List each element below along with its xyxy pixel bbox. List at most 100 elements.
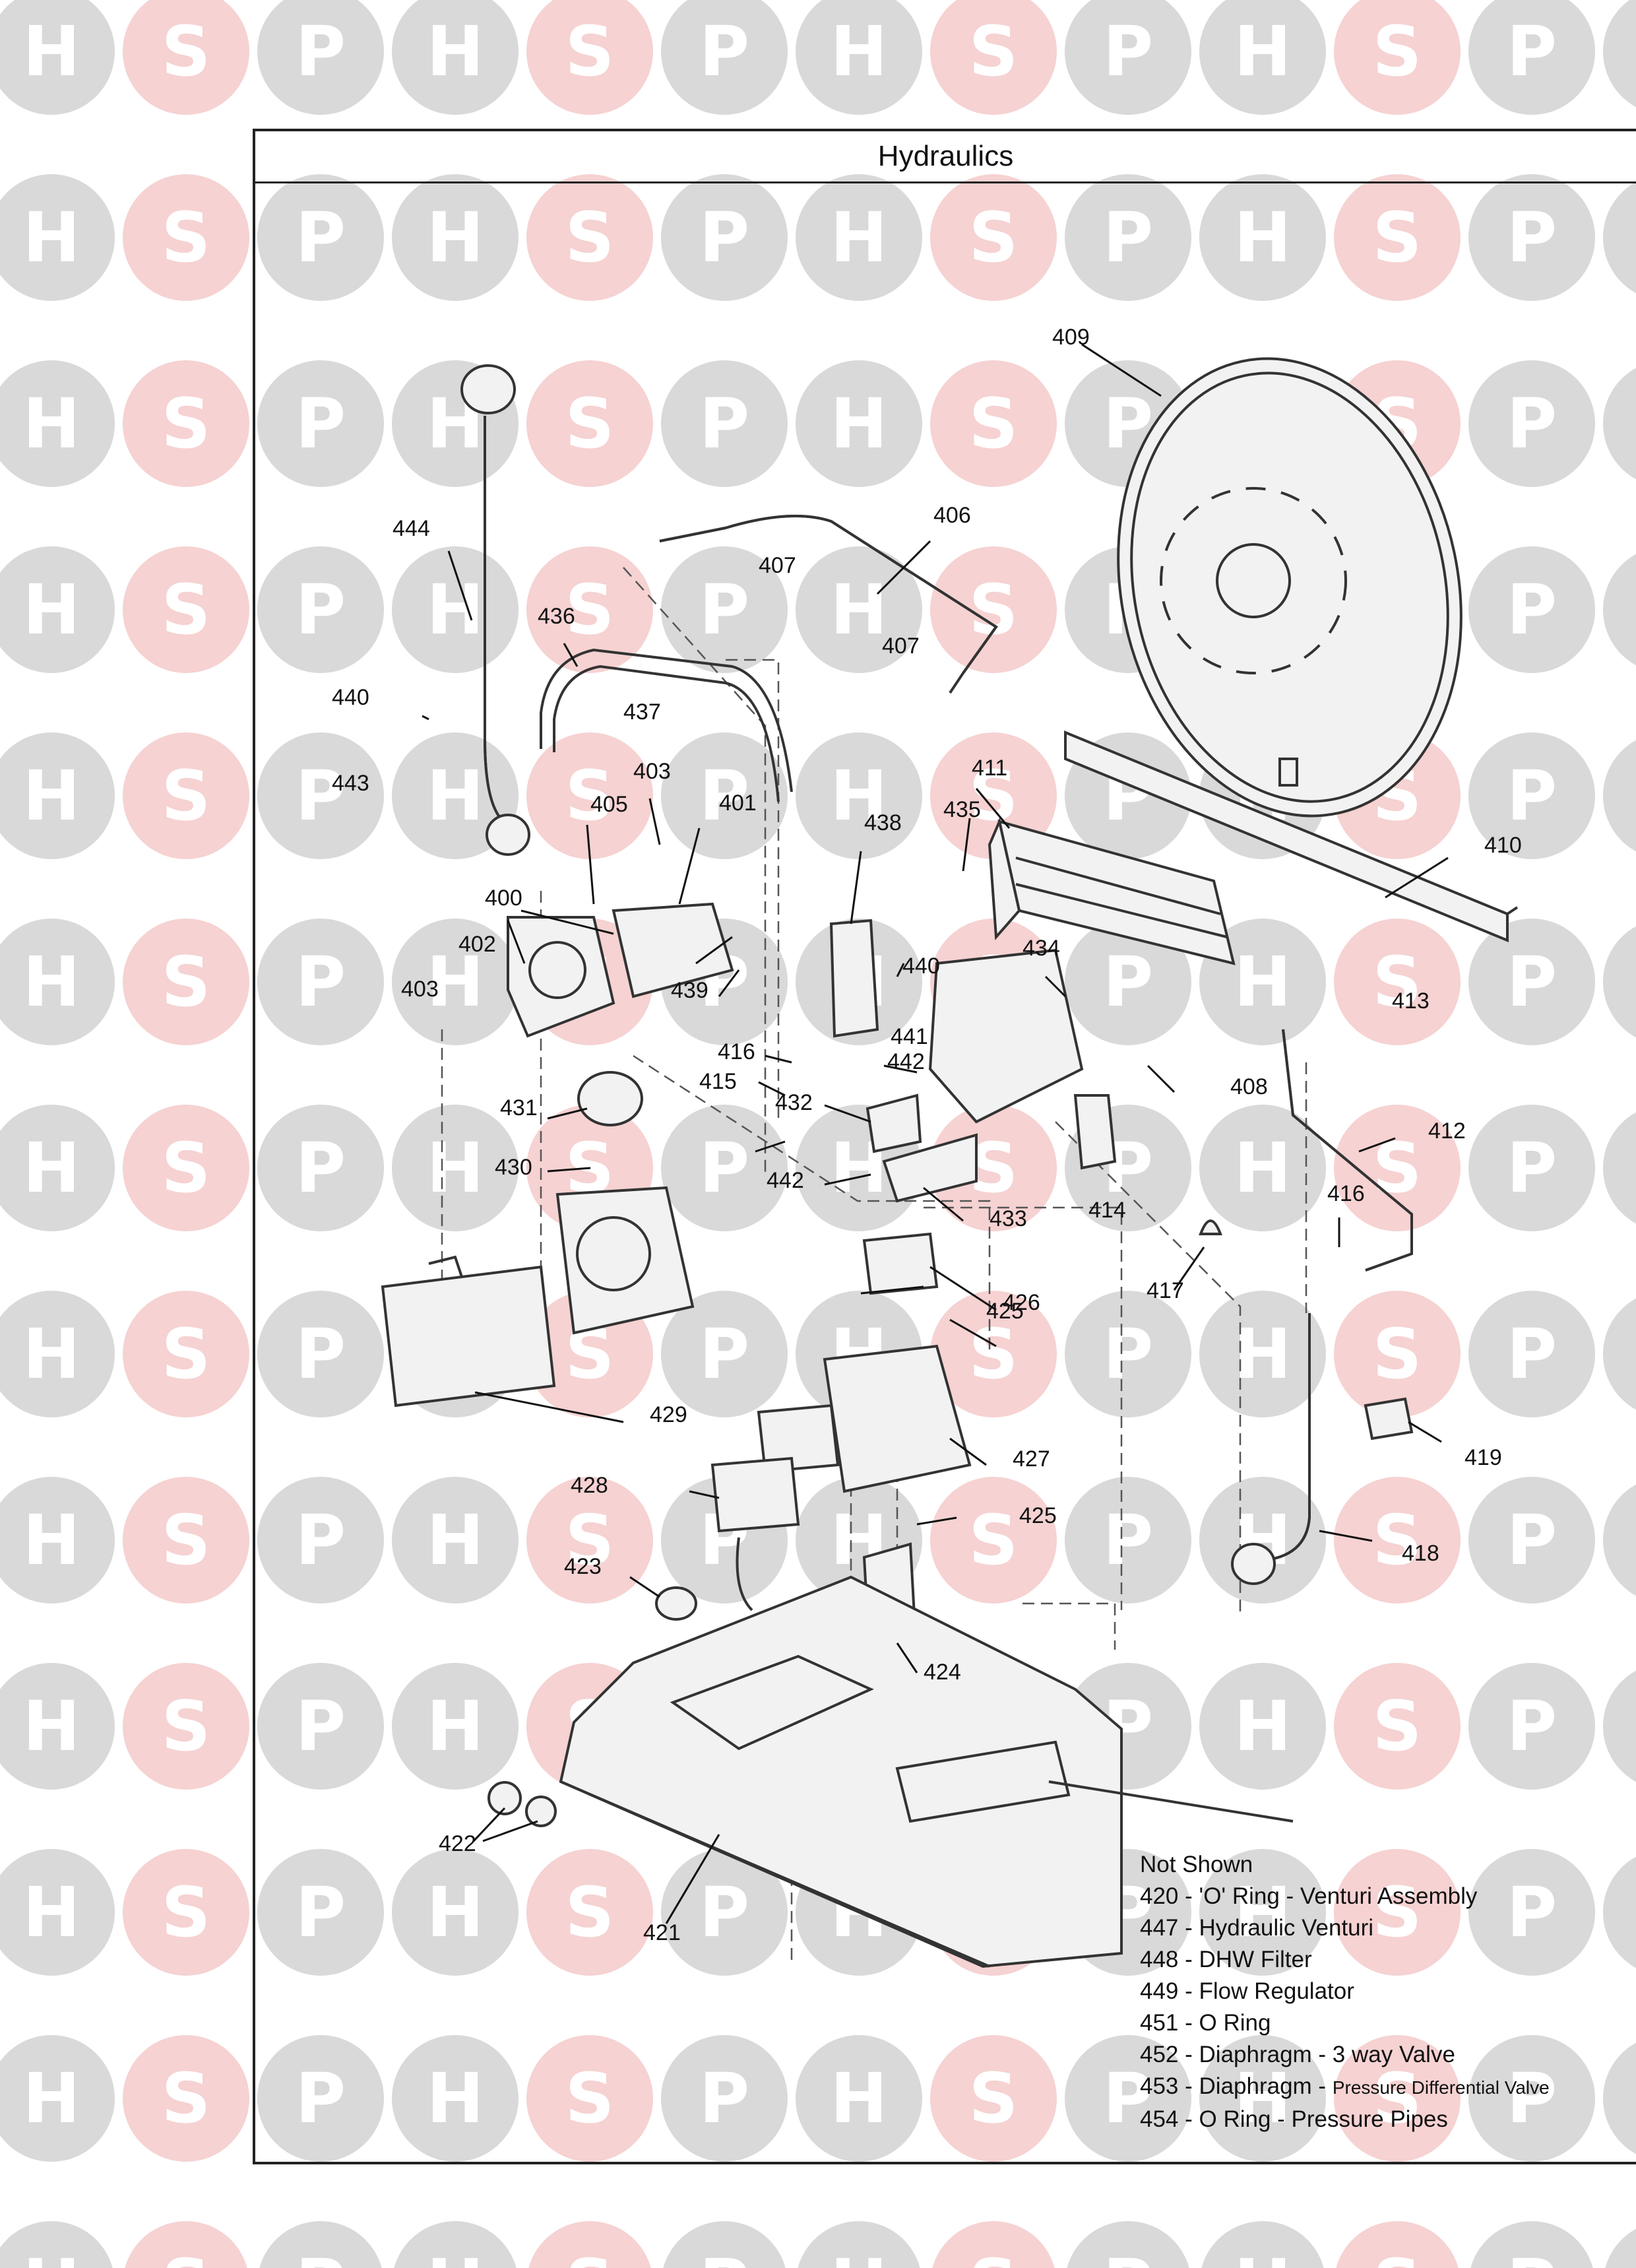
not-shown-separator: -	[1178, 2010, 1199, 2036]
sensor-block	[710, 1456, 800, 1611]
watermark-letter: P	[1103, 2244, 1153, 2268]
callout-409: 409	[1052, 325, 1090, 350]
watermark-circle	[1603, 1670, 1636, 1782]
watermark-letter: P	[296, 942, 346, 1022]
watermark-letter: S	[162, 1314, 211, 1394]
watermark-letter: S	[162, 569, 211, 650]
watermark-circle	[661, 360, 788, 487]
watermark-letter: S	[162, 756, 211, 836]
callout-407: 407	[882, 633, 920, 659]
watermark-letter: P	[1507, 756, 1557, 836]
manifold	[829, 919, 1117, 1203]
watermark-letter: H	[22, 2244, 80, 2268]
not-shown-item: 453 - Diaphragm - Pressure Differential …	[1140, 2071, 1615, 2104]
not-shown-item: 447 - Hydraulic Venturi	[1140, 1912, 1615, 1944]
callout-439: 439	[671, 978, 708, 1003]
diverter-valve	[757, 1232, 972, 1493]
callout-433: 433	[990, 1206, 1027, 1231]
watermark-circle	[1468, 2035, 1595, 2162]
watermark-letter: H	[830, 383, 887, 464]
callout-427: 427	[1013, 1446, 1050, 1472]
watermark-circle	[1199, 0, 1326, 115]
watermark-letter: P	[296, 1686, 346, 1766]
watermark-circle	[125, 2221, 247, 2268]
callout-432: 432	[775, 1090, 813, 1115]
watermark-letter: S	[969, 2244, 1019, 2268]
not-shown-separator: -	[1178, 1883, 1199, 1909]
watermark-letter: P	[1507, 2244, 1557, 2268]
watermark-circle	[1065, 174, 1191, 301]
watermark-circle	[1201, 2221, 1324, 2268]
watermark-circle	[123, 2035, 249, 2162]
watermark-circle	[526, 174, 653, 301]
not-shown-code: 453	[1140, 2073, 1179, 2099]
watermark-letter: H	[22, 197, 80, 278]
inlet-pipe	[1231, 1313, 1311, 1585]
callout-402: 402	[458, 932, 496, 957]
watermark-circle	[1065, 1477, 1191, 1604]
callout-430: 430	[495, 1155, 532, 1180]
watermark-circle	[257, 546, 384, 673]
watermark-circle	[123, 546, 249, 673]
callout-428: 428	[571, 1473, 608, 1498]
watermark-letter: P	[296, 383, 346, 464]
callout-425: 425	[1019, 1503, 1057, 1528]
watermark-circle	[1468, 174, 1595, 301]
watermark-letter: H	[1234, 2244, 1291, 2268]
callout-442: 442	[767, 1168, 804, 1193]
callout-403: 403	[401, 977, 439, 1002]
not-shown-code: 451	[1140, 2010, 1179, 2036]
not-shown-desc: Hydraulic Venturi	[1199, 1915, 1374, 1941]
watermark-letter: P	[296, 756, 346, 836]
watermark-letter: P	[296, 1128, 346, 1208]
watermark-letter: P	[699, 2244, 749, 2268]
watermark-circle	[526, 0, 653, 115]
watermark-letter: P	[1103, 197, 1153, 278]
callout-441: 441	[891, 1024, 928, 1049]
not-shown-subdesc: Pressure Differential Valve	[1332, 2077, 1550, 2098]
watermark-letter: S	[162, 1686, 211, 1766]
leader-lines	[422, 343, 1449, 1924]
watermark-circle	[0, 1663, 115, 1790]
callout-410: 410	[1484, 833, 1522, 858]
watermark-circle	[661, 0, 788, 115]
watermark-circle	[661, 732, 788, 859]
callout-431: 431	[500, 1095, 538, 1120]
watermark-letter: H	[426, 2244, 484, 2268]
watermark-circle	[1603, 1112, 1636, 1224]
diagram-frame: Hydraulics	[253, 129, 1636, 2164]
watermark-circle	[796, 732, 922, 859]
not-shown-item: 454 - O Ring - Pressure Pipes	[1140, 2104, 1615, 2135]
watermark-letter: S	[1373, 942, 1422, 1022]
callout-440: 440	[332, 685, 369, 710]
not-shown-separator: -	[1178, 1915, 1199, 1941]
watermark-letter: H	[22, 756, 80, 836]
not-shown-item: 451 - O Ring	[1140, 2007, 1615, 2039]
watermark-circle	[1065, 2035, 1191, 2162]
callout-403: 403	[633, 759, 671, 784]
watermark-circle	[392, 1849, 519, 1976]
callout-406: 406	[933, 503, 971, 528]
watermark-circle	[257, 1291, 384, 1417]
watermark-circle	[526, 1477, 653, 1604]
watermark-circle	[123, 360, 249, 487]
cold-water-pipe	[1282, 1029, 1413, 1272]
watermark-letter: S	[565, 197, 615, 278]
watermark-circle	[1603, 554, 1636, 666]
not-shown-code: 452	[1140, 2042, 1179, 2067]
watermark-circle	[1334, 0, 1461, 115]
watermark-letter: S	[1373, 1128, 1422, 1208]
watermark-letter: P	[1507, 1686, 1557, 1766]
not-shown-list: Not Shown 420 - 'O' Ring - Venturi Assem…	[1140, 1849, 1615, 2135]
watermark-circle	[661, 2035, 788, 2162]
callout-438: 438	[864, 810, 902, 835]
watermark-letter: S	[162, 2058, 211, 2139]
watermark-circle	[1067, 2221, 1189, 2268]
watermark-letter: P	[699, 1128, 749, 1208]
watermark-letter: P	[699, 11, 749, 92]
watermark-circle	[1603, 181, 1636, 294]
watermark-letter: H	[22, 11, 80, 92]
watermark-letter: H	[426, 1872, 484, 1953]
watermark-letter: P	[699, 569, 749, 650]
